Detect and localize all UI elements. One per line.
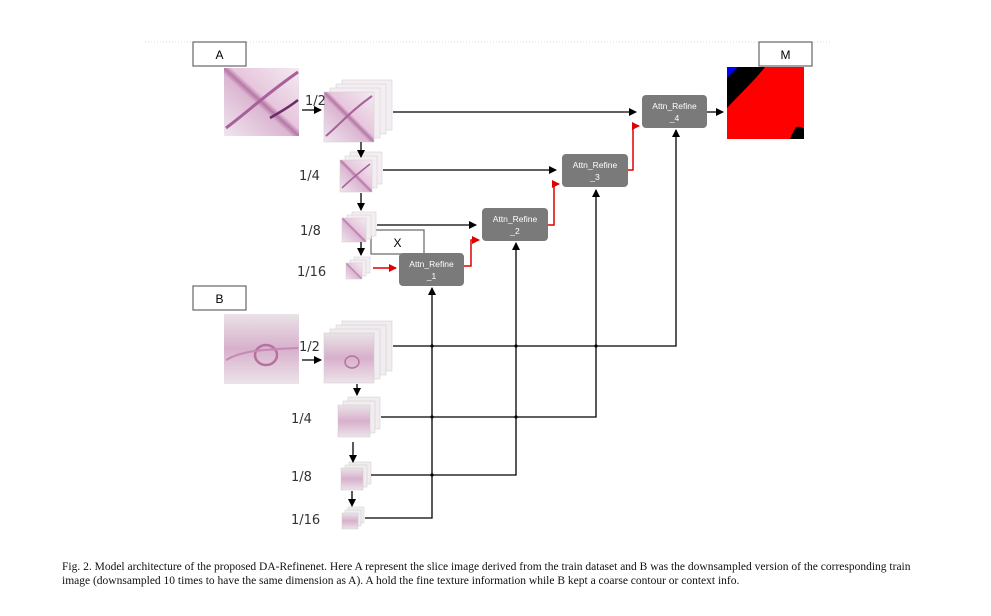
scale-label-a-1-16: 1/16 [297, 265, 326, 280]
label-a-box: A [192, 41, 247, 67]
refine-path-3-4 [628, 122, 640, 171]
refine-path-2-3 [548, 180, 560, 226]
attn-refine-2-title: Attn_Refine [493, 214, 538, 224]
scale-label-b-1-4: 1/4 [291, 412, 312, 427]
output-mask-image [727, 67, 804, 139]
feature-stack-a-1-2 [323, 79, 393, 143]
attn-refine-block-2: Attn_Refine _2 [482, 208, 548, 241]
scale-label-b-1-16: 1/16 [291, 513, 320, 528]
label-b: B [215, 292, 223, 306]
scale-label-b-1-8: 1/8 [291, 470, 312, 485]
scale-label-b-1-2: 1/2 [299, 340, 320, 355]
feature-stack-a-1-8 [341, 211, 377, 243]
connector-b-1-2 [393, 129, 680, 347]
label-a: A [215, 48, 223, 62]
label-x: X [393, 236, 401, 250]
attn-refine-3-index: _3 [589, 172, 600, 182]
attn-refine-1-index: _1 [426, 271, 437, 281]
feature-stack-b-1-2 [323, 320, 393, 384]
connector-b-1-16 [365, 287, 436, 519]
refine-path-1-2 [464, 236, 480, 267]
feature-stack-a-1-16 [345, 256, 371, 280]
scale-label-a-1-4: 1/4 [299, 169, 320, 184]
label-b-box: B [192, 285, 247, 311]
feature-stack-b-1-4 [337, 396, 381, 438]
connector-b-1-4 [381, 189, 600, 418]
architecture-diagram: A M B X [145, 41, 830, 530]
attn-refine-block-4: Attn_Refine _4 [642, 95, 707, 128]
feature-stack-b-1-8 [340, 461, 372, 491]
label-m-box: M [758, 41, 813, 67]
attn-refine-block-3: Attn_Refine _3 [562, 154, 628, 187]
feature-stack-a-1-4 [339, 151, 383, 193]
connector-b-1-8 [371, 242, 520, 476]
scale-label-a-1-8: 1/8 [300, 224, 321, 239]
label-x-box: X [370, 229, 425, 255]
attn-refine-3-title: Attn_Refine [573, 160, 618, 170]
attn-refine-1-title: Attn_Refine [409, 259, 454, 269]
scale-label-a-1-2: 1/2 [305, 94, 326, 109]
label-m: M [781, 48, 791, 62]
attn-refine-4-title: Attn_Refine [652, 101, 697, 111]
attn-refine-block-1: Attn_Refine _1 [399, 253, 464, 286]
input-image-b [224, 314, 299, 384]
feature-stack-b-1-16 [341, 506, 365, 530]
input-image-a [224, 68, 299, 136]
figure-caption: Fig. 2. Model architecture of the propos… [62, 561, 911, 587]
attn-refine-4-index: _4 [669, 113, 680, 123]
attn-refine-2-index: _2 [509, 226, 520, 236]
